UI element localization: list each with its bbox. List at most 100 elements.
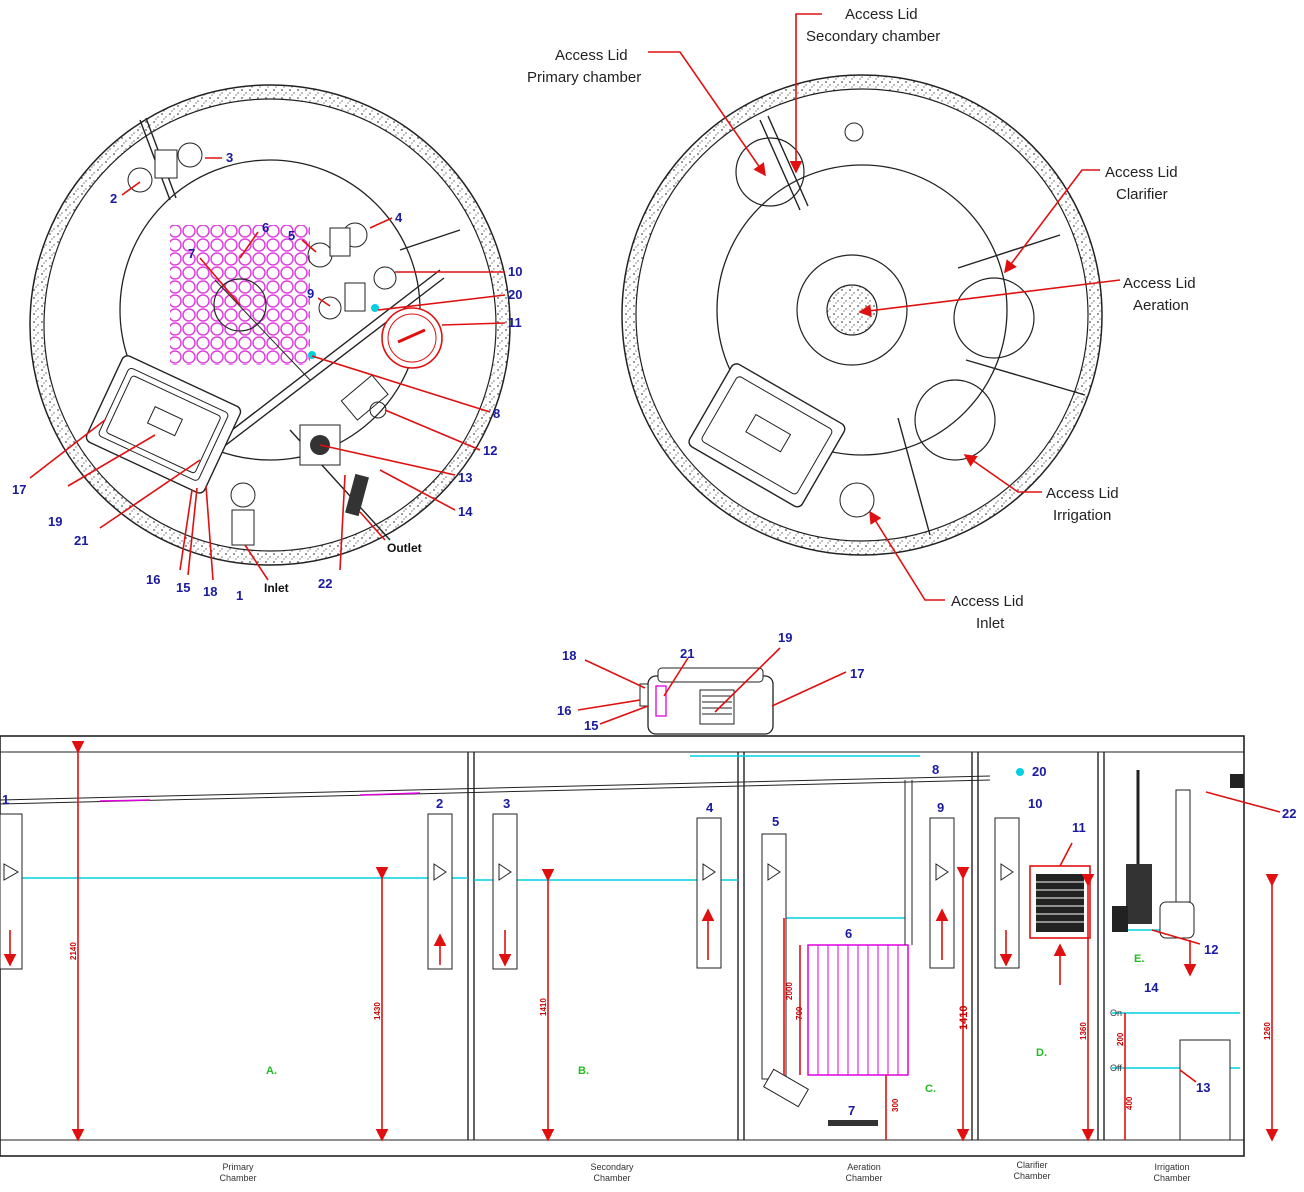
dim-300: 300 — [891, 1098, 900, 1112]
chamber-secondary-l2: Chamber — [593, 1173, 630, 1183]
dim-200: 200 — [1116, 1032, 1125, 1046]
section-view: 1 2 3 4 5 6 7 8 9 10 11 12 13 14 15 16 1… — [0, 630, 1296, 1183]
sec-num-3: 3 — [503, 796, 510, 811]
dim-700: 700 — [795, 1006, 804, 1020]
outlet-label: Outlet — [387, 541, 422, 555]
lid-irrigation-circle — [914, 379, 996, 461]
lid-clarifier-line2: Clarifier — [1116, 186, 1168, 203]
plan-view-left: 1 2 3 4 5 6 7 8 9 10 11 12 13 14 15 16 1… — [12, 84, 522, 603]
lid-primary-circle — [735, 137, 805, 207]
plan-num-14: 14 — [458, 504, 473, 519]
lid-inlet-line1: Access Lid — [951, 593, 1024, 610]
sec-num-15: 15 — [584, 718, 598, 733]
sec-num-7: 7 — [848, 1103, 855, 1118]
zone-b: B. — [578, 1065, 589, 1077]
diffuser-grid — [170, 225, 310, 365]
plan-right-leaders — [648, 13, 1121, 601]
fitting-9-10 — [318, 266, 397, 320]
control-box — [85, 355, 242, 494]
sec-num-19: 19 — [778, 630, 792, 645]
dim-1360: 1360 — [1079, 1022, 1088, 1040]
plan-num-4: 4 — [395, 210, 403, 225]
sec-num-21: 21 — [680, 646, 694, 661]
lid-clarifier-circle — [953, 277, 1035, 359]
lid-secondary-line2: Secondary chamber — [806, 28, 940, 45]
sec-num-11: 11 — [1072, 820, 1086, 835]
plan-num-11: 11 — [508, 315, 522, 330]
plan-num-2: 2 — [110, 191, 117, 206]
chamber-aeration-l2: Chamber — [845, 1173, 882, 1183]
section-pump-12 — [1126, 864, 1152, 924]
plan-num-22: 22 — [318, 576, 332, 591]
chamber-clarifier-l1: Clarifier — [1016, 1160, 1047, 1170]
inlet-pipe — [231, 509, 255, 546]
plan-num-1: 1 — [236, 588, 243, 603]
fitting-2-3 — [127, 142, 203, 193]
section-control-box — [639, 667, 774, 735]
zone-a: A. — [266, 1065, 277, 1077]
sec-num-6: 6 — [845, 926, 852, 941]
section-dim-lines — [71, 740, 1279, 1142]
dim-1260: 1260 — [1263, 1022, 1272, 1040]
lid-aeration-line1: Access Lid — [1123, 275, 1196, 292]
sec-num-12: 12 — [1204, 942, 1218, 957]
sec-num-14: 14 — [1144, 980, 1159, 995]
dim-1430: 1430 — [373, 1002, 382, 1020]
sec-valve-20 — [1016, 768, 1024, 776]
valve-8 — [308, 351, 316, 359]
sec-num-1: 1 — [2, 792, 9, 807]
chamber-irrigation-l2: Chamber — [1153, 1173, 1190, 1183]
fitting-4-5 — [307, 222, 368, 268]
plan-num-6: 6 — [262, 220, 269, 235]
dim-2000: 2000 — [785, 982, 794, 1000]
chamber-aeration-l1: Aeration — [847, 1162, 881, 1172]
chamber-irrigation-l1: Irrigation — [1154, 1162, 1189, 1172]
plan-num-18: 18 — [203, 584, 217, 599]
zone-e: E. — [1134, 953, 1144, 965]
dim-1410a: 1410 — [539, 998, 548, 1016]
diffuser-hub — [213, 278, 267, 332]
lid-secondary-line1: Access Lid — [845, 6, 918, 23]
sec-num-9: 9 — [937, 800, 944, 815]
zone-d: D. — [1036, 1047, 1047, 1059]
sec-num-13: 13 — [1196, 1080, 1210, 1095]
float-on-label: On — [1110, 1008, 1122, 1018]
sec-num-5: 5 — [772, 814, 779, 829]
plan-num-5: 5 — [288, 228, 295, 243]
plan-num-3: 3 — [226, 150, 233, 165]
plan-left-leaders — [29, 157, 506, 581]
plan-num-9: 9 — [307, 286, 314, 301]
plan-num-19: 19 — [48, 514, 62, 529]
lid-aeration-line2: Aeration — [1133, 297, 1189, 314]
plan-num-20: 20 — [508, 287, 522, 302]
dim-1410b: 1410 — [958, 1006, 970, 1030]
sec-num-17: 17 — [850, 666, 864, 681]
inlet-label: Inlet — [264, 581, 289, 595]
plan-num-15: 15 — [176, 580, 190, 595]
section-pump-13 — [1179, 1039, 1231, 1141]
chamber-clarifier-l2: Chamber — [1013, 1171, 1050, 1181]
lid-primary-line2: Primary chamber — [527, 69, 641, 86]
lid-primary-line1: Access Lid — [555, 47, 628, 64]
sec-num-2: 2 — [436, 796, 443, 811]
sec-num-22: 22 — [1282, 806, 1296, 821]
plan-num-16: 16 — [146, 572, 160, 587]
plan-num-17: 17 — [12, 482, 26, 497]
tank-section-outline — [0, 735, 1245, 1157]
aeration-lid-circle — [826, 284, 878, 336]
chamber-secondary-l1: Secondary — [590, 1162, 634, 1172]
sec-num-18: 18 — [562, 648, 576, 663]
plan-view-right: Access Lid Primary chamber Access Lid Se… — [527, 6, 1196, 632]
plan-num-8: 8 — [493, 406, 500, 421]
chamber-primary-l1: Primary — [223, 1162, 254, 1172]
sec-num-10: 10 — [1028, 796, 1042, 811]
section-flow-arrows — [3, 908, 1197, 985]
lid-clarifier-line1: Access Lid — [1105, 164, 1178, 181]
sec-num-20: 20 — [1032, 764, 1046, 779]
clarifier-11 — [381, 307, 443, 369]
sec-num-16: 16 — [557, 703, 571, 718]
plan-num-13: 13 — [458, 470, 472, 485]
lid-irrigation-line2: Irrigation — [1053, 507, 1111, 524]
lid-inlet-line2: Inlet — [976, 615, 1005, 632]
section-leaders — [577, 647, 1281, 1083]
